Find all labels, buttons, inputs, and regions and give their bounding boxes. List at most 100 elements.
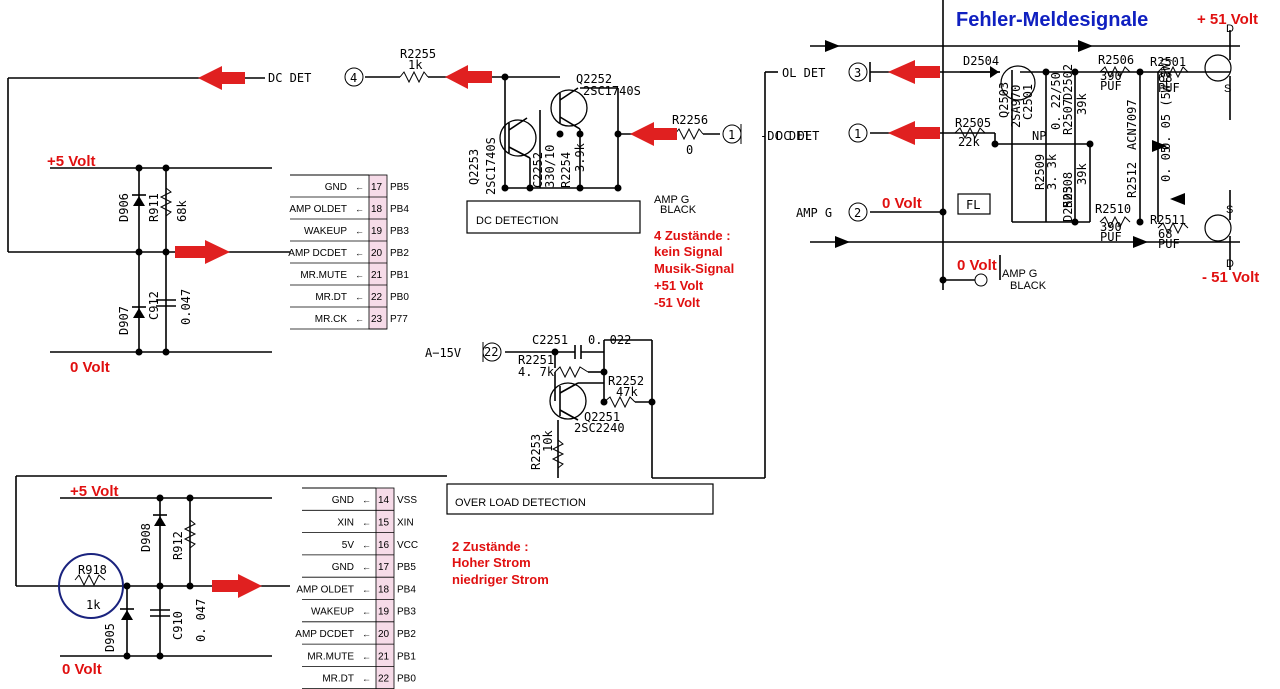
r2254-value: 3.9k	[573, 142, 587, 172]
c912-label: C912	[147, 291, 161, 320]
black-dc: BLACK	[660, 204, 697, 216]
r2511-label: R2511	[1150, 213, 1186, 227]
r2501-value: 68	[1158, 71, 1172, 85]
dc-det-num: 4	[350, 71, 357, 85]
r2510-value: 390	[1100, 220, 1122, 234]
cbot-arrow-1: ←	[362, 517, 371, 527]
r2253-value: 10k	[541, 430, 555, 452]
dc-in-label: -DC DET	[760, 129, 811, 143]
bottom-left-block: +5 Volt 0 Volt D908 R912 R918 1k D905 C9…	[15, 475, 447, 678]
state-dc-3: Musik-Signal	[654, 261, 734, 276]
dc-detection-block: Q2252 2SC1740S Q2253 2SC1740S C2252 330/…	[466, 72, 811, 234]
state-dc-5: -51 Volt	[654, 295, 701, 310]
c2252-value: 330/10	[543, 145, 557, 188]
svg-text:D: D	[1226, 23, 1234, 35]
cbot-name-6: AMP DCDET	[295, 629, 354, 640]
puf-label-1: PUF	[1100, 79, 1122, 93]
d907-label: D907	[117, 306, 131, 335]
ol-det-num: 3	[854, 66, 861, 80]
signal-arrow	[198, 66, 245, 90]
cbot-name-3: GND	[332, 562, 354, 573]
cbot-port-8: PB0	[397, 674, 416, 685]
r2251-label: R2251	[518, 353, 554, 367]
fl-box	[957, 193, 991, 215]
ctop-port-6: P77	[390, 314, 408, 325]
cbot-num-8: 22	[378, 674, 390, 685]
ctop-arrow-5: ←	[355, 292, 364, 302]
cbot-name-7: MR.MUTE	[307, 651, 354, 662]
state-dc-2: kein Signal	[654, 244, 723, 259]
top-left-block: +5 Volt 0 Volt D906 R911 68k D907 C912 0…	[7, 47, 505, 376]
cbot-num-7: 21	[378, 651, 390, 662]
cbot-port-6: PB2	[397, 629, 416, 640]
ctop-name-6: MR.CK	[315, 314, 348, 325]
signal-arrow	[888, 60, 940, 84]
cbot-arrow-7: ←	[362, 651, 371, 661]
ctop-name-5: MR.DT	[315, 292, 347, 303]
cbot-name-4: AMP OLDET	[296, 584, 354, 595]
state-dc-1: 4 Zustände :	[654, 228, 731, 243]
cbot-name-2: 5V	[342, 540, 355, 551]
ctop-name-1: AMP OLDET	[289, 204, 347, 215]
r911-value: 68k	[175, 200, 189, 222]
d908-label: D908	[139, 523, 153, 552]
plus5-label: +5 Volt	[47, 153, 96, 170]
r2512-label: R2512	[1125, 162, 1139, 198]
r2256-value: 0	[686, 143, 693, 157]
cbot-num-6: 20	[378, 629, 390, 640]
r2508-label: R2508	[1061, 172, 1075, 208]
r2511-value: 68	[1158, 227, 1172, 241]
cbot-name-1: XIN	[337, 517, 354, 528]
zero-volt-label: 0 Volt	[70, 359, 110, 376]
ctop-port-1: PB4	[390, 204, 409, 215]
ctop-arrow-6: ←	[355, 314, 364, 324]
states-dc: 4 Zustände : kein Signal Musik-Signal +5…	[654, 228, 734, 310]
q2251-label: Q2251	[584, 410, 620, 424]
puf-label-2: PUF	[1158, 81, 1180, 95]
cbot-num-5: 19	[378, 607, 390, 618]
cbot-port-4: PB4	[397, 584, 416, 595]
dc-det-right-label: DC DET	[776, 129, 819, 143]
cbot-num-4: 18	[378, 584, 390, 595]
r2507-value: 39k	[1075, 93, 1089, 115]
d2504-label: D2504	[963, 54, 999, 68]
r2508-value: 39k	[1075, 163, 1089, 185]
ctop-num-1: 18	[371, 204, 383, 215]
cbot-arrow-6: ←	[362, 629, 371, 639]
signal-arrow	[888, 121, 940, 145]
ctop-port-2: PB3	[390, 226, 409, 237]
signal-arrow	[445, 65, 492, 89]
signal-arrow	[630, 122, 677, 146]
cbot-arrow-3: ←	[362, 562, 371, 572]
ctop-num-6: 23	[371, 314, 383, 325]
r2512-value-2: 0. 05 (5W+5W)	[1159, 56, 1173, 150]
state-ol-3: niedriger Strom	[452, 572, 549, 587]
cbot-name-5: WAKEUP	[311, 607, 354, 618]
cbot-arrow-2: ←	[362, 540, 371, 550]
r2510-label: R2510	[1095, 202, 1131, 216]
dc-det-left-label: DC DET	[268, 71, 311, 85]
r918-label: R918	[78, 563, 107, 577]
c2501-value: 0. 22/50	[1049, 72, 1063, 130]
ctop-port-0: PB5	[390, 182, 409, 193]
d905-label: D905	[103, 623, 117, 652]
ctop-port-5: PB0	[390, 292, 409, 303]
q2503-label: Q2503	[997, 82, 1011, 118]
r2506-label: R2506	[1098, 53, 1134, 67]
plus51-label: + 51 Volt	[1197, 11, 1258, 28]
amp-g-right: AMP G	[796, 206, 832, 220]
ctop-name-2: WAKEUP	[304, 226, 347, 237]
q2252-type: 2SC1740S	[583, 84, 641, 98]
ctop-num-4: 21	[371, 270, 383, 281]
r2512-value: 0. 05	[1159, 146, 1173, 182]
state-ol-1: 2 Zustände :	[452, 539, 529, 554]
ctop-num-0: 17	[371, 182, 383, 193]
amp-g-dc: AMP G	[654, 194, 689, 206]
acn-label: ACN7097	[1125, 99, 1139, 150]
cbot-port-7: PB1	[397, 651, 416, 662]
r2255-label: R2255	[400, 47, 436, 61]
overload-block: A−15V 22 C2251 0. 022 R2251 4. 7k R2252 …	[425, 71, 778, 515]
cbot-arrow-4: ←	[362, 584, 371, 594]
